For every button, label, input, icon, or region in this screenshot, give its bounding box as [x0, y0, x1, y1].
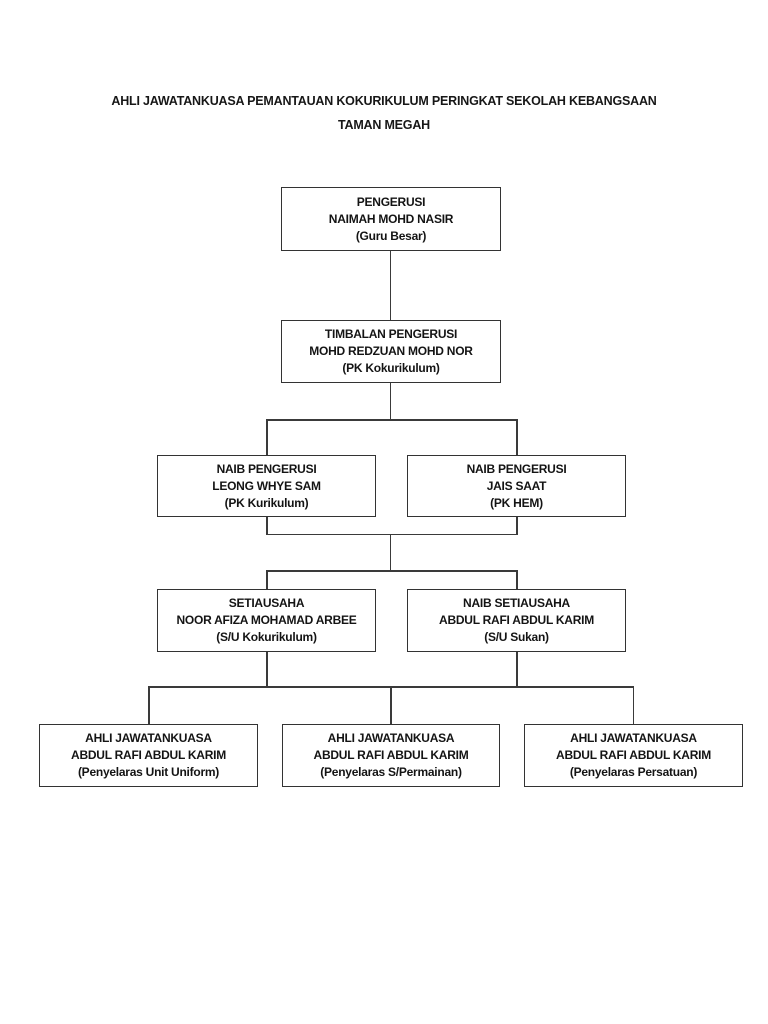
- node-name: LEONG WHYE SAM: [212, 478, 321, 493]
- org-node-pengerusi: PENGERUSI NAIMAH MOHD NASIR (Guru Besar): [281, 187, 501, 251]
- node-role: AHLI JAWATANKUASA: [327, 731, 455, 745]
- node-name: JAIS SAAT: [486, 478, 547, 493]
- page-title-line1: AHLI JAWATANKUASA PEMANTAUAN KOKURIKULUM…: [111, 94, 657, 108]
- org-node-naib-pengerusi-2: NAIB PENGERUSI JAIS SAAT (PK HEM): [407, 455, 626, 517]
- node-name: ABDUL RAFI ABDUL KARIM: [439, 613, 594, 627]
- org-node-naib-pengerusi-1: NAIB PENGERUSI LEONG WHYE SAM (PK Kuriku…: [157, 455, 376, 517]
- page-title: AHLI JAWATANKUASA PEMANTAUAN KOKURIKULUM…: [0, 89, 768, 137]
- node-name: NOOR AFIZA MOHAMAD ARBEE: [176, 613, 357, 627]
- node-role: AHLI JAWATANKUASA: [570, 731, 697, 745]
- node-title: (PK Kurikulum): [224, 495, 309, 510]
- connector-setiausaha-drop: [266, 570, 268, 589]
- connector-naib2-stub: [516, 517, 518, 535]
- node-role: SETIAUSAHA: [228, 596, 305, 610]
- connector-naib-split-bar: [266, 419, 518, 421]
- node-role: NAIB PENGERUSI: [216, 461, 317, 476]
- org-node-ajk-s-permainan: AHLI JAWATANKUASA ABDUL RAFI ABDUL KARIM…: [282, 724, 500, 787]
- node-role: AHLI JAWATANKUASA: [85, 731, 212, 745]
- node-name: NAIMAH MOHD NASIR: [328, 211, 454, 226]
- connector-naib-setiausaha-stub: [516, 652, 518, 687]
- connector-pengerusi-timbalan: [389, 251, 391, 320]
- connector-naib1-drop: [266, 419, 268, 455]
- connector-setiausaha-stub: [266, 652, 268, 687]
- node-title: (Penyelaras Unit Uniform): [77, 765, 220, 779]
- page-title-line2: TAMAN MEGAH: [337, 118, 430, 132]
- node-role: PENGERUSI: [356, 194, 426, 209]
- node-title: (Penyelaras Persatuan): [569, 765, 698, 779]
- node-name: ABDUL RAFI ABDUL KARIM: [313, 748, 469, 762]
- connector-ajk2-drop: [390, 686, 392, 724]
- connector-timbalan-stem: [389, 383, 391, 420]
- node-title: (S/U Kokurikulum): [216, 630, 317, 644]
- node-role: NAIB PENGERUSI: [466, 461, 567, 476]
- node-title: (S/U Sukan): [484, 630, 549, 644]
- node-title: (PK HEM): [490, 495, 543, 510]
- org-node-setiausaha: SETIAUSAHA NOOR AFIZA MOHAMAD ARBEE (S/U…: [157, 589, 376, 652]
- org-node-naib-setiausaha: NAIB SETIAUSAHA ABDUL RAFI ABDUL KARIM (…: [407, 589, 626, 652]
- node-name: ABDUL RAFI ABDUL KARIM: [71, 748, 226, 762]
- node-title: (Guru Besar): [355, 228, 427, 243]
- node-role: TIMBALAN PENGERUSI: [324, 327, 458, 341]
- connector-ajk3-drop: [632, 686, 634, 724]
- connector-naib-setiausaha-drop: [516, 570, 518, 589]
- org-node-timbalan-pengerusi: TIMBALAN PENGERUSI MOHD REDZUAN MOHD NOR…: [281, 320, 501, 383]
- node-title: (Penyelaras S/Permainan): [320, 765, 462, 779]
- org-node-ajk-persatuan: AHLI JAWATANKUASA ABDUL RAFI ABDUL KARIM…: [524, 724, 743, 787]
- org-node-ajk-unit-uniform: AHLI JAWATANKUASA ABDUL RAFI ABDUL KARIM…: [39, 724, 258, 787]
- node-title: (PK Kokurikulum): [342, 361, 440, 375]
- connector-merge-bar: [266, 533, 518, 535]
- node-name: ABDUL RAFI ABDUL KARIM: [556, 748, 711, 762]
- node-name: MOHD REDZUAN MOHD NOR: [309, 344, 473, 358]
- connector-naib1-stub: [266, 517, 268, 535]
- connector-setiausaha-split-bar: [266, 570, 518, 572]
- connector-ajk1-drop: [148, 686, 150, 724]
- node-role: NAIB SETIAUSAHA: [463, 596, 570, 610]
- connector-mid-stem: [389, 534, 391, 571]
- connector-naib2-drop: [516, 419, 518, 455]
